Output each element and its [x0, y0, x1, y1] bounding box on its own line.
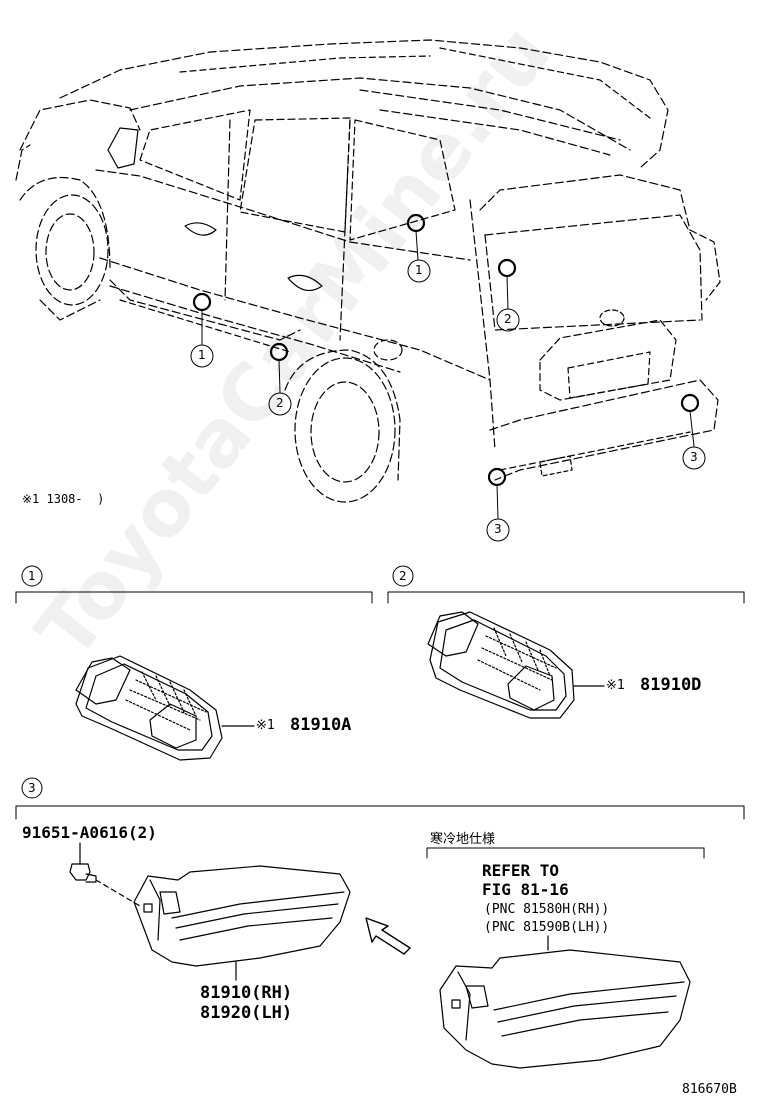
callout-2-left: 2 [276, 396, 284, 410]
production-note: ※1 1308- ) [22, 492, 105, 506]
lamp-part-lh: 81920(LH) [200, 1003, 293, 1023]
part-1-number: 81910A [290, 715, 352, 735]
location-ring-3-right [680, 393, 700, 413]
section-3-number: 3 [28, 781, 36, 795]
lamp-part-rh: 81910(RH) [200, 983, 293, 1003]
callout-1-upper: 1 [415, 263, 423, 277]
callout-3-right: 3 [690, 450, 698, 464]
courtesy-lamp-81910a [75, 655, 255, 761]
arrow-indicator [365, 917, 411, 955]
cold-climate-spec-label: 寒冷地仕様 [430, 832, 496, 847]
location-markers [192, 213, 700, 487]
cold-spec-lamp [439, 935, 691, 1069]
part-1-mark: ※1 [256, 718, 275, 733]
callout-3-left: 3 [494, 522, 502, 536]
reflector-lamp-81910 [133, 865, 351, 981]
location-ring-1-lower [192, 292, 212, 312]
courtesy-lamp-81910d [427, 611, 605, 719]
location-ring-2-left [269, 342, 289, 362]
bolt-91651 [69, 842, 141, 907]
bolt-part-number: 91651-A0616(2) [22, 823, 157, 842]
pnc-rh-label: (PNC 81580H(RH)) [484, 902, 610, 917]
section-brackets [15, 565, 745, 859]
callout-2-right: 2 [504, 312, 512, 326]
location-ring-2-right [497, 258, 517, 278]
location-ring-3-left [487, 467, 507, 487]
section-2-number: 2 [399, 569, 407, 583]
callout-1-lower: 1 [198, 348, 206, 362]
refer-to-label: REFER TO [482, 861, 560, 880]
vehicle-illustration [15, 39, 721, 503]
part-2-mark: ※1 [606, 678, 625, 693]
refer-fig-label: FIG 81-16 [482, 880, 569, 899]
section-1-number: 1 [28, 569, 36, 583]
leader-lines [201, 230, 695, 519]
diagram-id: 816670B [682, 1082, 737, 1097]
part-2-number: 81910D [640, 675, 702, 695]
pnc-lh-label: (PNC 81590B(LH)) [484, 920, 610, 935]
callout-circles [190, 259, 706, 542]
